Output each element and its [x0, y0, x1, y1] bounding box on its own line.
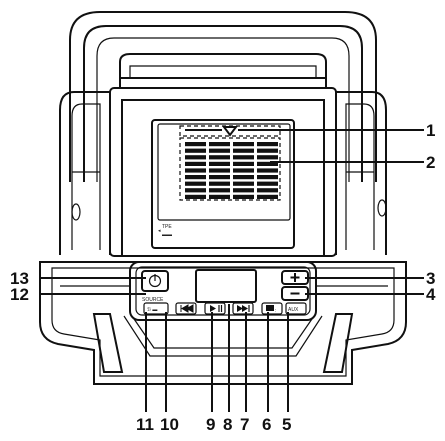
callout-12: 12: [10, 285, 29, 304]
aux-label: AUX: [288, 307, 299, 313]
grid-slot: [257, 188, 278, 193]
volume-down-button[interactable]: [281, 286, 309, 301]
grid-slot: [233, 148, 254, 153]
grid-slot: [233, 168, 254, 173]
grid-slot: [209, 194, 230, 199]
grid-slot: [209, 148, 230, 153]
callout-9: 9: [206, 415, 215, 434]
grid-slot: [257, 168, 278, 173]
leader-lines: [40, 129, 424, 412]
grid-slot: [233, 142, 254, 147]
callout-3: 3: [426, 269, 435, 288]
grid-slot: [233, 175, 254, 180]
grid-slot: [209, 161, 230, 166]
grid-slot: [209, 188, 230, 193]
svg-text:◂: ◂: [158, 228, 161, 234]
svg-text:ℬ ▬: ℬ ▬: [147, 307, 157, 313]
carry-handle: [69, 11, 377, 182]
grid-slot: [185, 181, 206, 186]
callout-7: 7: [240, 415, 249, 434]
grid-slot: [233, 188, 254, 193]
side-frame-right: [335, 91, 387, 255]
lcd-display: [195, 269, 257, 303]
pair-button[interactable]: ℬ ▬: [143, 302, 169, 315]
grid-slot: [257, 142, 278, 147]
grid-slot: [209, 175, 230, 180]
grid-slot: [257, 194, 278, 199]
callout-11: 11: [136, 415, 154, 434]
grid-slot: [185, 168, 206, 173]
next-track-icon: [237, 305, 248, 312]
grid-slot: [257, 161, 278, 166]
battery-door: [151, 119, 295, 249]
source-label: SOURCE: [142, 297, 164, 303]
grid-slot: [185, 194, 206, 199]
svg-text::: :: [275, 308, 276, 314]
callout-4: 4: [426, 285, 436, 304]
previous-track-icon: [180, 304, 194, 313]
release-arrow-icon: [222, 126, 238, 137]
play-pause-button[interactable]: [204, 302, 226, 315]
side-frame-left: [59, 91, 111, 255]
grid-slot: [257, 175, 278, 180]
callout-5: 5: [282, 415, 291, 434]
grid-slot: [257, 148, 278, 153]
previous-button[interactable]: [175, 302, 197, 315]
grid-slot: [209, 142, 230, 147]
grid-slot: [233, 194, 254, 199]
grid-slot: [209, 155, 230, 160]
grid-slot: [185, 148, 206, 153]
callout-1: 1: [426, 121, 435, 140]
grid-slot: [233, 155, 254, 160]
callout-2: 2: [426, 153, 435, 172]
callout-numbers: 1 2 3 4 13 12 11 10 9 8 7 6 5: [10, 121, 436, 434]
grid-slot: [185, 142, 206, 147]
volume-up-button[interactable]: [281, 270, 309, 285]
grid-slot: [233, 181, 254, 186]
grid-slot: [209, 168, 230, 173]
grid-slot: [233, 161, 254, 166]
grid-slot: [185, 161, 206, 166]
body-lower: [39, 261, 407, 385]
grid-slot: [185, 188, 206, 193]
callout-8: 8: [223, 415, 232, 434]
aux-button[interactable]: AUX: [285, 302, 307, 315]
svg-text:▬▬: ▬▬: [162, 232, 172, 238]
callout-6: 6: [262, 415, 271, 434]
body-upper: TPE ▬▬ ◂: [109, 87, 337, 257]
tpe-label: TPE: [162, 224, 172, 230]
grid-slot: [257, 155, 278, 160]
battery-contact-grid: [179, 137, 281, 201]
grid-slot: [209, 181, 230, 186]
grid-slot: [185, 155, 206, 160]
power-button[interactable]: [141, 270, 169, 292]
callout-10: 10: [160, 415, 179, 434]
grid-slot: [257, 181, 278, 186]
mode-button[interactable]: :: [261, 302, 283, 315]
control-panel: SOURCE ℬ ▬ :: [129, 261, 317, 321]
folder-icon: [266, 305, 274, 311]
next-button[interactable]: [232, 302, 254, 315]
play-pause-icon: [210, 305, 216, 312]
callout-13: 13: [10, 269, 29, 288]
grid-slot: [185, 175, 206, 180]
